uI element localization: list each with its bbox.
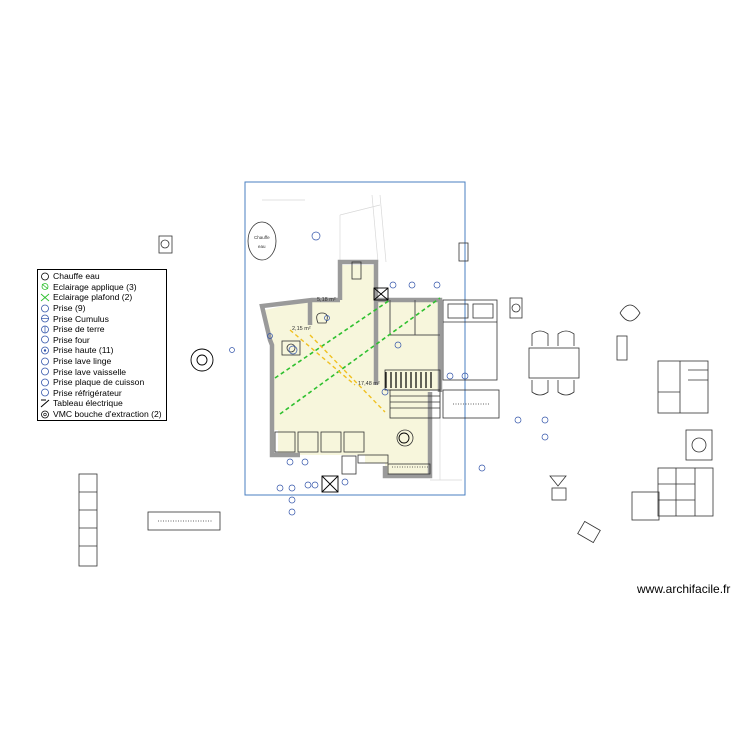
shelf-column-icon [78,473,98,567]
legend-item: Prise lave vaisselle [40,366,164,377]
electrical-panel-icon [40,399,50,408]
vmc-extraction-icon [190,348,410,444]
water-heater-sublabel: eau [258,244,266,249]
wall-thin-lines [389,300,440,336]
vmc-extraction-icon [41,410,49,418]
sideboard-icon [158,403,490,522]
legend-item: Eclairage plafond (2) [40,292,164,303]
table-round-icon [396,429,414,447]
legend-label: Chauffe eau [53,271,100,282]
legend-item: Eclairage applique (3) [40,282,164,293]
legend-label: Tableau électrique [53,398,123,409]
bed-icon [442,299,498,381]
legend-item: Prise four [40,335,164,346]
room-area-label: 5,18 m² [317,297,336,303]
heater-icon [616,335,628,361]
stairs-outside-icon [657,360,709,414]
watermark-text: www.archifacile.fr [637,582,731,596]
legend-item: Prise de terre [40,324,164,335]
legend-label: Prise plaque de cuisson [53,377,145,388]
legend-label: Prise (9) [53,303,86,314]
legend-item: Prise plaque de cuisson [40,377,164,388]
dining-table-icon [528,330,580,396]
legend-box: Chauffe eau Eclairage applique (3) Eclai… [37,269,167,422]
ceiling-light-icon [40,293,50,302]
sink-icon [297,431,319,453]
basin-drain-icon [286,343,296,353]
bench-icon [147,511,221,531]
cabinet-outside-icon [631,491,660,521]
outlet-cumulus-icon [41,314,49,323]
room-area-label: 17,48 m² [358,381,380,387]
legend-label: Eclairage applique (3) [53,281,137,292]
staircase-steps [389,389,441,419]
legend-label: Prise haute (11) [53,345,114,356]
circuit-lighting [274,297,441,415]
cooktop-outlet-icon [41,378,49,387]
water-heater-icon [41,272,49,281]
legend-item: Prise lave linge [40,356,164,367]
shelving-icon [657,467,714,517]
cooktop-icon [274,431,296,453]
radiator-icon [458,242,469,262]
outlet-icon [41,304,49,312]
legend-item: Prise haute (11) [40,345,164,356]
legend-label: Prise four [53,334,90,345]
legend-item: Tableau électrique [40,398,164,409]
kitchen-fixtures [274,369,441,475]
circuit-outlets [289,329,386,413]
counter-icon [357,454,389,464]
water-heater-label: Chauffe [254,235,270,240]
legend-item: Prise (9) [40,303,164,314]
dishwasher-icon [343,431,365,453]
legend-item: Prise Cumulus [40,313,164,324]
ground-outlet-icon [41,325,49,334]
legend-label: Prise réfrigérateur [53,387,122,398]
staircase-rail [385,372,432,388]
lamp-floor-icon [549,475,567,487]
electrical-panel-icon [321,287,389,493]
washbasin-icon [281,340,301,356]
lamp-icon [619,304,641,322]
parcel-boundary [244,181,466,496]
legend-label: VMC bouche d'extraction (2) [53,409,162,420]
stove-icon [685,429,713,461]
dishwasher-outlet-icon [41,367,49,376]
shelf-icon [351,261,362,280]
legend-item: VMC bouche d'extraction (2) [40,409,164,420]
washer-outlet-icon [41,357,49,365]
outside-objects [78,235,714,567]
legend-label: Prise Cumulus [53,313,109,324]
legend-label: Prise lave linge [53,356,112,367]
speaker-icon [509,297,523,319]
legend-item: Chauffe eau [40,271,164,282]
legend-item: Prise réfrigérateur [40,388,164,399]
legend-label: Prise de terre [53,324,105,335]
outlet-symbols [229,231,549,516]
wardrobe-icon [442,389,500,419]
legend-label: Prise lave vaisselle [53,366,127,377]
toilet-icon [316,312,328,324]
bathroom-fixtures [281,261,362,356]
oven-outlet-icon [41,335,49,344]
legend-label: Eclairage plafond (2) [53,292,133,303]
cabinet-icon [387,463,431,475]
wall-light-icon [41,283,49,291]
water-heater-icon [247,221,277,261]
room-area-label: 2,15 m² [292,326,311,332]
oven-icon [320,431,342,453]
fridge-outlet-icon [41,388,49,397]
chair-icon [577,520,601,544]
appliance-icon [158,235,173,254]
high-outlet-icon [41,346,49,355]
walls [259,259,443,479]
fridge-icon [341,455,357,475]
